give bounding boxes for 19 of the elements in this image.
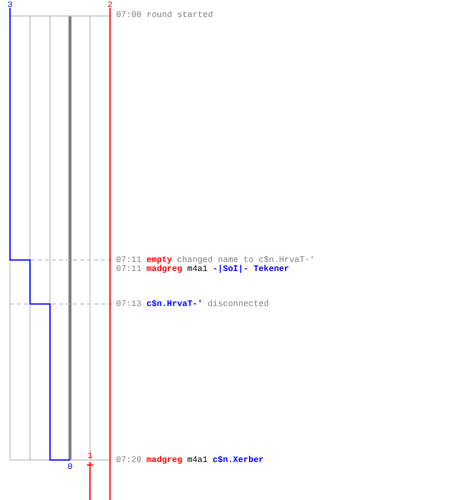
- weapon-name: m4a1: [187, 264, 208, 274]
- player-name: c$n.HrvaT-': [146, 299, 203, 309]
- timestamp: 07:11: [116, 255, 142, 265]
- player-name: empty: [146, 255, 172, 265]
- score-number: 3: [7, 0, 13, 10]
- score-number: 0: [67, 462, 73, 472]
- score-number: 1: [87, 451, 93, 461]
- player-name: madgreg: [146, 264, 182, 274]
- log-message: changed name to c$n.HrvaT-': [177, 255, 315, 265]
- player-name: c$n.Xerber: [212, 455, 264, 465]
- log-message: disconnected: [208, 299, 269, 309]
- log-entry: 07:00 round started: [116, 10, 213, 20]
- weapon-name: m4a1: [187, 455, 208, 465]
- timestamp: 07:13: [116, 299, 142, 309]
- timestamp: 07:20: [116, 455, 142, 465]
- score-number: 2: [107, 0, 113, 10]
- timestamp: 07:11: [116, 264, 142, 274]
- player-name: madgreg: [146, 455, 182, 465]
- player-name: -|SoI|- Tekener: [212, 264, 290, 274]
